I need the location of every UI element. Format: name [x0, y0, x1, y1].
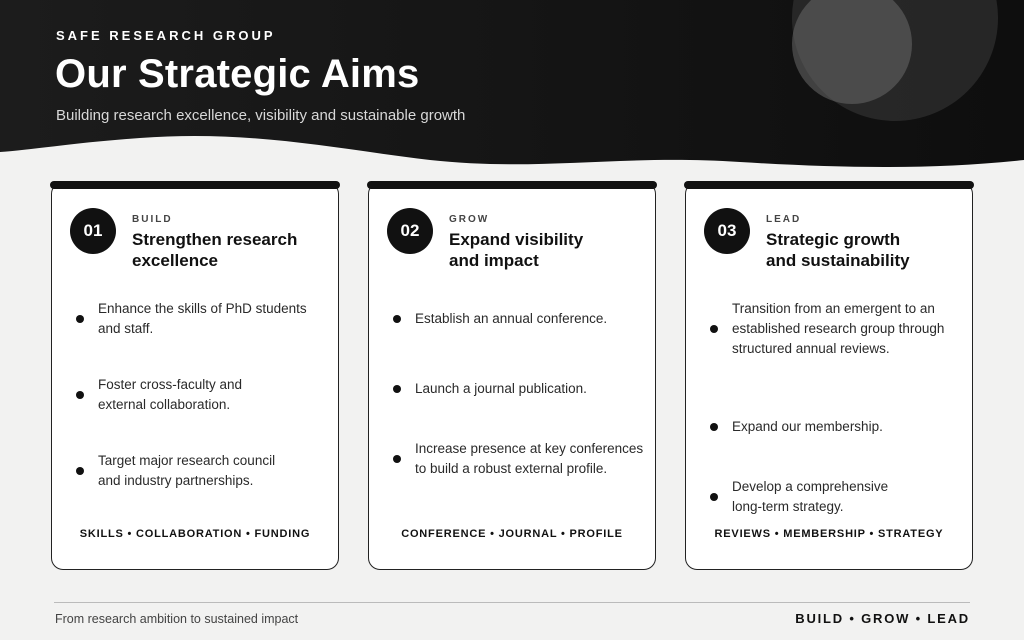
org-name: SAFE RESEARCH GROUP	[56, 28, 276, 43]
card-number-badge: 03	[704, 208, 750, 254]
bullet-icon	[393, 385, 401, 393]
bullet-icon	[710, 493, 718, 501]
hero-background	[0, 0, 1024, 167]
card-tags: CONFERENCE • JOURNAL • PROFILE	[401, 528, 623, 540]
list-item: Develop a comprehensive long-term strate…	[710, 477, 962, 517]
card-top-bar	[367, 181, 657, 189]
list-item-text: Transition from an emergent to an establ…	[732, 301, 945, 356]
bullet-icon	[76, 467, 84, 475]
page-subtitle: Building research excellence, visibility…	[56, 107, 466, 124]
list-item: Target major research council and indust…	[76, 451, 328, 491]
bullet-icon	[76, 391, 84, 399]
list-item-text: Increase presence at key conferences to …	[415, 441, 644, 476]
card-tags: SKILLS • COLLABORATION • FUNDING	[79, 528, 311, 540]
card-kicker: GROW	[449, 214, 490, 225]
footer-divider	[54, 602, 970, 603]
decor-circle-small	[792, 0, 912, 104]
card-tags: REVIEWS • MEMBERSHIP • STRATEGY	[714, 528, 944, 540]
list-item-text: Establish an annual conference.	[415, 311, 608, 326]
list-item-text: Launch a journal publication.	[415, 381, 587, 396]
bullet-icon	[710, 423, 718, 431]
footer-motto: BUILD • GROW • LEAD	[795, 611, 970, 626]
hero-wave	[0, 0, 1024, 167]
list-item: Increase presence at key conferences to …	[393, 439, 645, 479]
card-kicker: LEAD	[766, 214, 802, 225]
list-item: Transition from an emergent to an establ…	[710, 299, 962, 359]
list-item: Foster cross-faculty and external collab…	[76, 375, 328, 415]
card-top-bar	[50, 181, 340, 189]
list-item-text: Develop a comprehensive long-term strate…	[732, 479, 889, 514]
card-heading: Strengthen research excellence	[132, 230, 298, 270]
list-item: Expand our membership.	[710, 417, 962, 437]
list-item: Enhance the skills of PhD students and s…	[76, 299, 328, 339]
card-kicker: BUILD	[132, 214, 173, 225]
card-top-bar	[684, 181, 974, 189]
page-title: Our Strategic Aims	[55, 52, 420, 96]
bullet-icon	[710, 325, 718, 333]
bullet-icon	[76, 315, 84, 323]
card-heading: Strategic growth and sustainability	[766, 230, 910, 270]
card-heading: Expand visibility and impact	[449, 230, 584, 270]
list-item-text: Target major research council and indust…	[98, 453, 276, 488]
list-item-text: Expand our membership.	[732, 419, 883, 434]
list-item-text: Foster cross-faculty and external collab…	[98, 377, 243, 412]
list-item: Launch a journal publication.	[393, 379, 645, 399]
list-item-text: Enhance the skills of PhD students and s…	[98, 301, 307, 336]
aim-card-build: 01 BUILD Strengthen research excellence …	[50, 181, 340, 570]
footer-tagline: From research ambition to sustained impa…	[55, 612, 299, 626]
aim-card-lead: 03 LEAD Strategic growth and sustainabil…	[684, 181, 974, 570]
card-number-badge: 01	[70, 208, 116, 254]
list-item: Establish an annual conference.	[393, 309, 645, 329]
bullet-icon	[393, 315, 401, 323]
bullet-icon	[393, 455, 401, 463]
aim-card-grow: 02 GROW Expand visibility and impact Est…	[367, 181, 657, 570]
card-number-badge: 02	[387, 208, 433, 254]
